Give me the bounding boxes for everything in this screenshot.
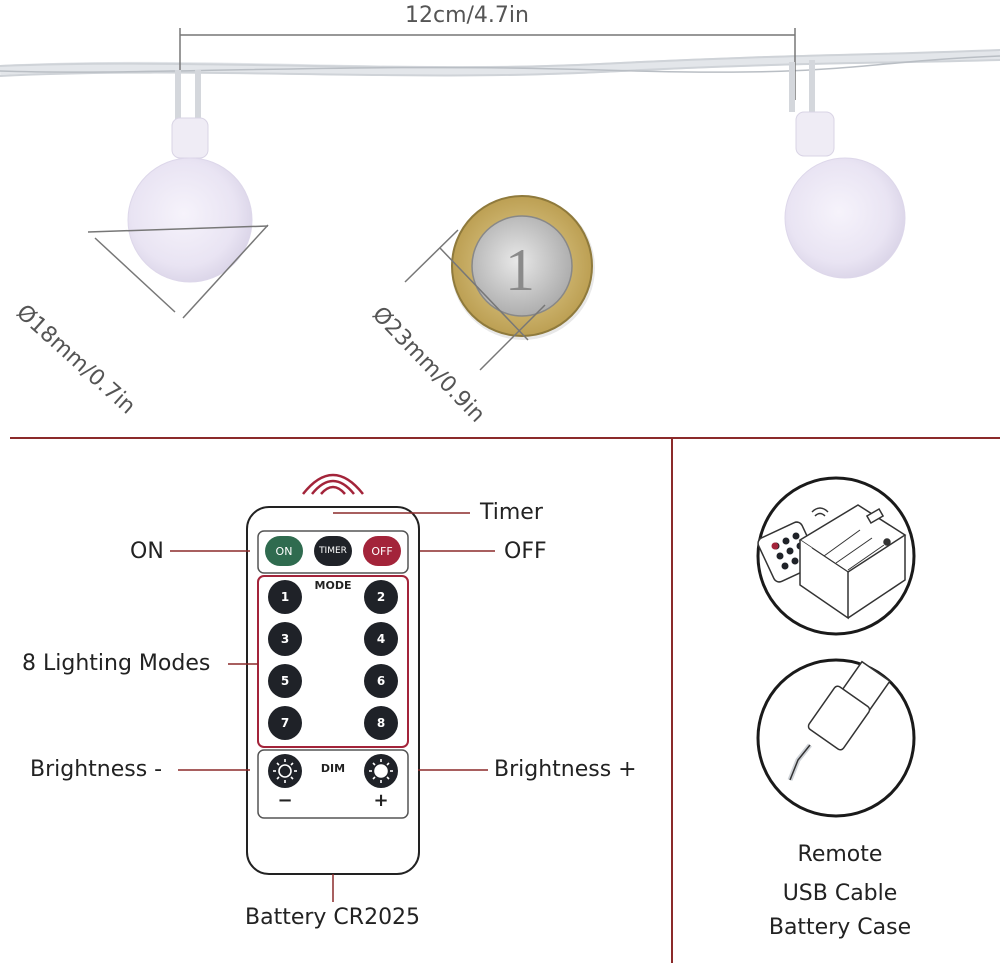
- plus-label: +: [373, 790, 389, 811]
- mode-button-7[interactable]: 7: [268, 706, 302, 740]
- mode-button-2[interactable]: 2: [364, 580, 398, 614]
- brightness-down-button[interactable]: [268, 754, 302, 788]
- off-button[interactable]: OFF: [363, 536, 401, 566]
- minus-label: −: [277, 790, 293, 811]
- on-callout: ON: [130, 539, 164, 564]
- right-bulb: [784, 60, 906, 279]
- vertical-divider: [671, 438, 673, 963]
- mode-button-8[interactable]: 8: [364, 706, 398, 740]
- caption-usb-cable: USB Cable: [782, 881, 898, 906]
- mode-label: MODE: [314, 579, 352, 592]
- brightness-up-button[interactable]: [364, 754, 398, 788]
- dim-label: DIM: [320, 762, 346, 775]
- mode-button-6[interactable]: 6: [364, 664, 398, 698]
- off-callout: OFF: [504, 539, 547, 564]
- light-string-illustration: 1: [0, 28, 1000, 371]
- length-label: 12cm/4.7in: [405, 3, 529, 28]
- brightness-plus-callout: Brightness +: [494, 757, 637, 782]
- caption-battery-case: Battery Case: [768, 915, 912, 940]
- wire: [0, 49, 1000, 77]
- signal-waves-icon: [302, 473, 364, 495]
- horizontal-divider: [10, 437, 1000, 439]
- battery-case-icon: [798, 504, 907, 620]
- mode-button-5[interactable]: 5: [268, 664, 302, 698]
- coin-diameter-line: [404, 229, 546, 371]
- callout-lines: [170, 512, 495, 902]
- remote-battery-case-illustration: [756, 476, 916, 636]
- mode-button-1[interactable]: 1: [268, 580, 302, 614]
- euro-coin: 1: [451, 195, 595, 340]
- on-button[interactable]: ON: [265, 536, 303, 566]
- bulb-diameter-line: [87, 224, 269, 319]
- caption-remote: Remote: [797, 842, 883, 867]
- lighting-modes-callout: 8 Lighting Modes: [22, 651, 211, 676]
- usb-cable-illustration: [756, 658, 916, 818]
- mini-remote-icon: [757, 507, 829, 583]
- timer-button[interactable]: TIMER: [314, 536, 352, 566]
- left-bulb: [127, 70, 253, 283]
- mode-button-3[interactable]: 3: [268, 622, 302, 656]
- timer-callout: Timer: [480, 500, 543, 525]
- brightness-minus-callout: Brightness -: [30, 757, 163, 782]
- battery-callout: Battery CR2025: [245, 905, 421, 930]
- svg-text:1: 1: [505, 237, 535, 303]
- mode-button-4[interactable]: 4: [364, 622, 398, 656]
